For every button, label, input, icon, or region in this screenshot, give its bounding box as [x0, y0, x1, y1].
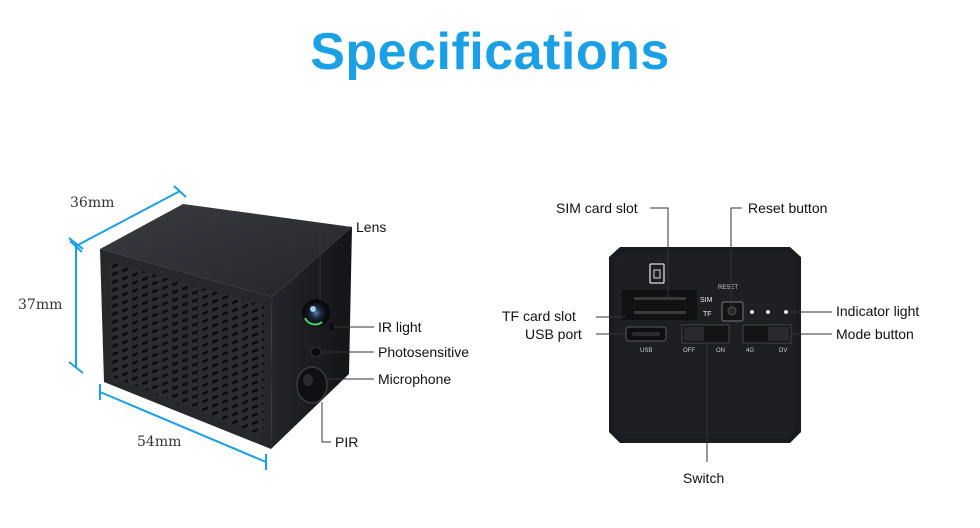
sim-card-slot-label: SIM card slot — [556, 200, 638, 216]
sim-card-icon — [649, 263, 665, 284]
usb-port-label: USB port — [525, 326, 582, 342]
reset-pinhole-icon — [727, 306, 737, 316]
speaker-grille — [110, 262, 264, 436]
photosensitive-label: Photosensitive — [378, 344, 469, 360]
indicator-light-2 — [766, 310, 770, 314]
tf-card-slot-label: TF card slot — [502, 308, 576, 324]
mode-switch-knob — [768, 327, 789, 341]
camera-back-view: SIM TF RESET USB OFF ON 4G DV — [609, 247, 801, 443]
indicator-light-3 — [784, 310, 788, 314]
width-dimension-label: 36mm — [70, 195, 114, 211]
sim-slot — [634, 297, 686, 300]
ir-light-icon — [329, 323, 334, 330]
camera-front-face — [271, 227, 352, 449]
microphone-label: Microphone — [378, 371, 451, 387]
power-switch-knob — [684, 327, 704, 341]
pir-label: PIR — [335, 434, 358, 450]
mode-button-label: Mode button — [836, 326, 914, 342]
off-marking: OFF — [683, 348, 695, 354]
indicator-light-label: Indicator light — [836, 303, 919, 319]
height-dimension-label: 37mm — [18, 297, 62, 313]
lens-label: Lens — [356, 219, 386, 235]
back-panel-face — [614, 252, 796, 438]
ir-light-label: IR light — [378, 319, 422, 335]
lens-icon — [305, 302, 327, 324]
sim-marking: SIM — [700, 297, 713, 304]
switch-label: Switch — [683, 470, 724, 486]
card-slot-area — [622, 290, 697, 320]
camera-top-face — [100, 204, 352, 297]
dv-marking: DV — [779, 348, 787, 354]
camera-front-view — [100, 204, 352, 449]
pir-highlight — [303, 374, 313, 386]
lens-green-ring — [304, 317, 323, 326]
usb-marking: USB — [640, 348, 652, 354]
front-callout-lines — [319, 226, 374, 443]
tf-slot — [634, 311, 686, 314]
width-dimension-line — [75, 190, 181, 247]
reset-button-label: Reset button — [748, 200, 827, 216]
length-dimension-line — [99, 391, 267, 463]
4g-marking: 4G — [746, 348, 754, 354]
lens-highlight — [310, 306, 316, 312]
photosensitive-sensor-icon — [310, 346, 322, 358]
pir-sensor-icon — [296, 366, 328, 404]
tf-marking: TF — [703, 311, 712, 318]
page-title: Specifications — [310, 23, 670, 81]
indicator-light-1 — [750, 310, 754, 314]
reset-marking: RESET — [718, 285, 738, 291]
length-dimension-label: 54mm — [137, 434, 181, 450]
on-marking: ON — [716, 348, 725, 354]
dimension-lines — [68, 185, 267, 470]
back-callout-lines — [596, 207, 832, 462]
